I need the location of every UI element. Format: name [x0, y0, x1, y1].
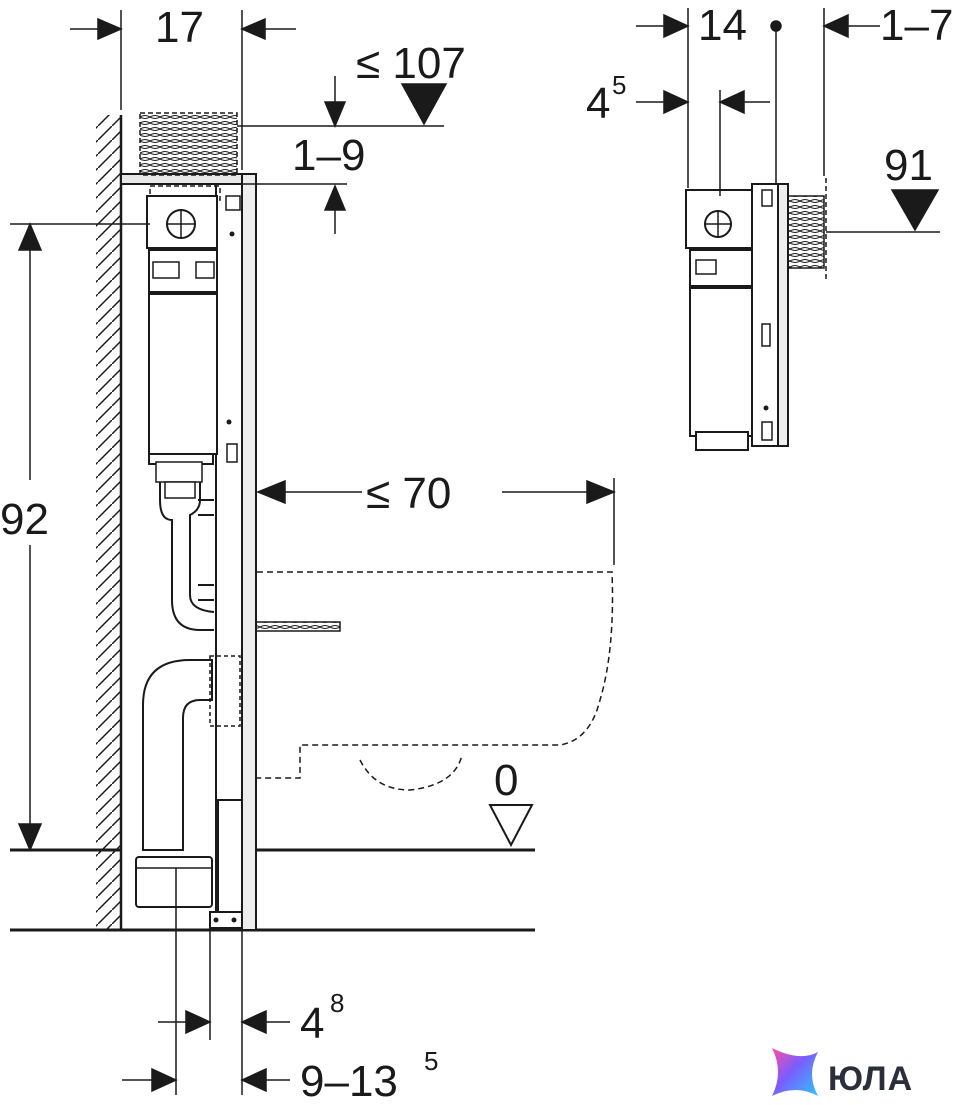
dim-9-13-5-sup: 5 [424, 1046, 438, 1076]
brand-logo: ЮЛА [772, 1048, 913, 1098]
brand-name: ЮЛА [828, 1060, 913, 1098]
dim-9-13-5: 9–13 [300, 1057, 398, 1100]
cistern [146, 195, 218, 465]
dim-1-7: 1–7 [880, 1, 953, 50]
dimension-labels: 17 ≤ 107 1–9 92 ≤ 70 0 4 8 9–13 5 14 1–7… [0, 1, 953, 1105]
wall [96, 115, 123, 930]
dim-4-5: 4 [586, 79, 610, 128]
dim-14: 14 [698, 1, 747, 50]
dim-17: 17 [155, 3, 204, 52]
dimension-lines [10, 10, 616, 1095]
dim-91: 91 [884, 141, 933, 190]
brand-star-icon [772, 1048, 818, 1096]
toilet-bowl [255, 571, 614, 791]
flush-pipe [155, 461, 215, 631]
dim-92: 92 [0, 495, 49, 544]
flush-box-top [139, 112, 238, 201]
dim-4-8: 4 [300, 999, 324, 1048]
waste-bend [135, 655, 243, 913]
floor-lines [10, 848, 535, 932]
side-dimension-lines [636, 8, 940, 233]
dim-70: ≤ 70 [366, 469, 451, 518]
dim-1-9: 1–9 [292, 131, 365, 180]
dim-floor-0: 0 [494, 756, 518, 805]
dim-4-5-sup: 5 [612, 70, 626, 100]
side-view [685, 178, 827, 451]
dim-4-8-sup: 8 [330, 988, 344, 1018]
dim-107: ≤ 107 [356, 39, 466, 88]
